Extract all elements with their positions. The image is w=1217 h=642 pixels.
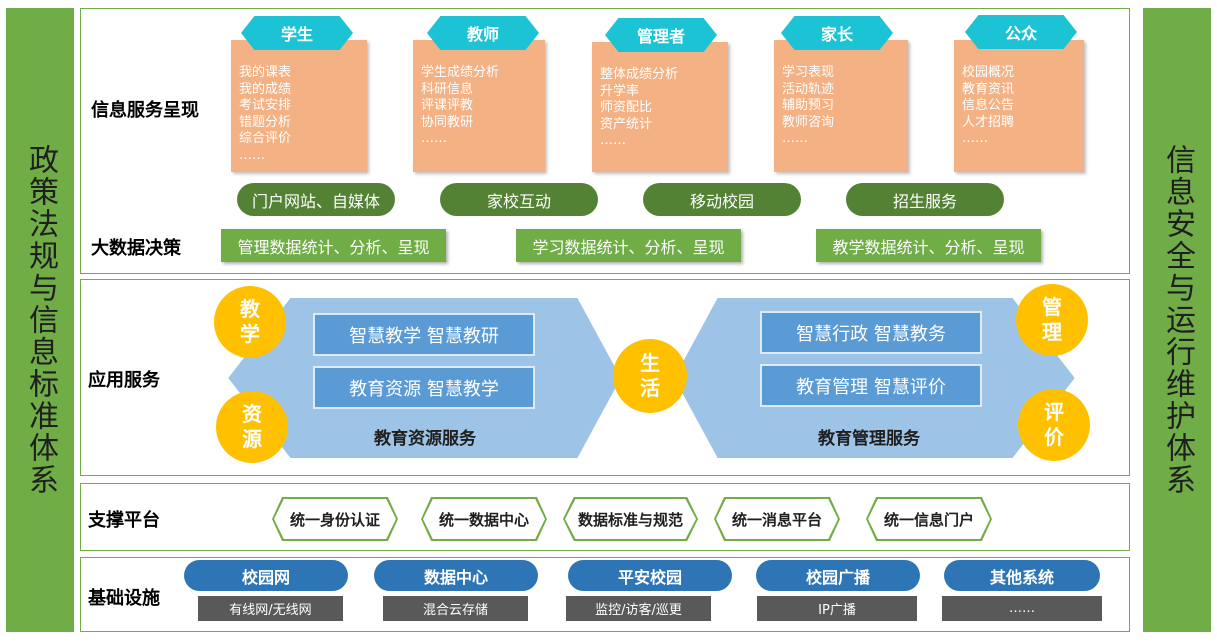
row-label-info: 信息服务呈现 bbox=[91, 100, 199, 121]
channel-enrollment: 招生服务 bbox=[846, 183, 1004, 216]
channel-home-school: 家校互动 bbox=[440, 183, 598, 216]
card-item: 校园概况 bbox=[962, 65, 1015, 80]
right-sidebar: 信息安全与运行维护体系 bbox=[1143, 8, 1211, 632]
infra-safe-campus: 平安校园 bbox=[568, 560, 732, 591]
row-label-infra: 基础设施 bbox=[88, 588, 160, 609]
card-item: …… bbox=[600, 133, 626, 148]
row-label-support: 支撑平台 bbox=[88, 510, 160, 531]
role-card-manager: 整体成绩分析 升学率 师资配比 资产统计 …… bbox=[592, 42, 728, 172]
card-item: 活动轨迹 bbox=[782, 81, 835, 97]
card-item: 科研信息 bbox=[421, 81, 474, 97]
card-item: 评课评教 bbox=[421, 98, 474, 113]
role-header-student: 学生 bbox=[241, 16, 353, 50]
card-item: 学习表现 bbox=[782, 65, 835, 80]
card-item: 人才招聘 bbox=[962, 114, 1015, 130]
decision-management: 管理数据统计、分析、呈现 bbox=[221, 229, 446, 262]
role-card-public: 校园概况 教育资讯 信息公告 人才招聘 …… bbox=[954, 40, 1084, 172]
right-sidebar-text: 信息安全与运行维护体系 bbox=[1160, 144, 1195, 496]
card-item: …… bbox=[962, 131, 988, 146]
card-item: 升学率 bbox=[600, 83, 640, 99]
support-portal: 统一信息门户 bbox=[866, 497, 992, 541]
circle-teaching: 教学 bbox=[214, 286, 286, 358]
card-item: …… bbox=[421, 131, 447, 146]
infra-campus-network-detail: 有线网/无线网 bbox=[198, 596, 343, 621]
decision-learning: 学习数据统计、分析、呈现 bbox=[516, 229, 741, 262]
circle-life-text: 生活 bbox=[640, 351, 660, 400]
label-edu-management-service: 教育管理服务 bbox=[818, 429, 920, 449]
app-item-edu-resource: 教育资源 智慧教学 bbox=[313, 366, 535, 409]
role-card-student: 我的课表 我的成绩 考试安排 错题分析 综合评价 …… bbox=[231, 40, 367, 172]
circle-life: 生活 bbox=[613, 339, 687, 413]
label-edu-resource-service: 教育资源服务 bbox=[374, 429, 476, 449]
card-item: 综合评价 bbox=[239, 131, 292, 146]
app-item-smart-teaching: 智慧教学 智慧教研 bbox=[313, 313, 535, 356]
infra-safe-campus-detail: 监控/访客/巡更 bbox=[566, 596, 711, 621]
left-sidebar-text: 政策法规与信息标准体系 bbox=[23, 144, 58, 496]
circle-management-text: 管理 bbox=[1042, 295, 1062, 344]
role-card-teacher: 学生成绩分析 科研信息 评课评教 协同教研 …… bbox=[413, 40, 545, 172]
card-item: 信息公告 bbox=[962, 98, 1015, 113]
card-item: 协同教研 bbox=[421, 114, 474, 130]
role-card-parent: 学习表现 活动轨迹 辅助预习 教师咨询 …… bbox=[774, 40, 908, 172]
circle-teaching-text: 教学 bbox=[240, 297, 260, 346]
card-item: 我的成绩 bbox=[239, 81, 292, 97]
card-item: 整体成绩分析 bbox=[600, 67, 679, 82]
support-data-standard: 数据标准与规范 bbox=[563, 497, 698, 541]
card-item: 师资配比 bbox=[600, 100, 653, 115]
row-label-bigdata: 大数据决策 bbox=[91, 238, 181, 259]
role-header-manager: 管理者 bbox=[605, 18, 717, 52]
infra-other-systems-detail: …… bbox=[942, 596, 1102, 621]
infra-broadcast-detail: IP广播 bbox=[757, 596, 917, 621]
support-message-label: 统一消息平台 bbox=[716, 499, 838, 539]
support-identity-label: 统一身份认证 bbox=[274, 499, 396, 539]
row-label-app: 应用服务 bbox=[88, 370, 160, 391]
card-item: 教育资讯 bbox=[962, 81, 1015, 97]
support-data-center: 统一数据中心 bbox=[421, 497, 547, 541]
infra-data-center-detail: 混合云存储 bbox=[383, 596, 528, 621]
support-message: 统一消息平台 bbox=[714, 497, 840, 541]
support-data-center-label: 统一数据中心 bbox=[423, 499, 545, 539]
card-item: …… bbox=[239, 147, 265, 163]
card-item: 资产统计 bbox=[600, 116, 653, 132]
app-item-smart-admin: 智慧行政 智慧教务 bbox=[760, 311, 982, 354]
circle-resource: 资源 bbox=[216, 391, 288, 463]
support-data-standard-label: 数据标准与规范 bbox=[565, 499, 696, 539]
card-item: 我的课表 bbox=[239, 65, 292, 80]
circle-management: 管理 bbox=[1016, 284, 1088, 356]
card-item: 辅助预习 bbox=[782, 98, 835, 113]
app-item-edu-management: 教育管理 智慧评价 bbox=[760, 364, 982, 407]
infra-campus-network: 校园网 bbox=[184, 560, 348, 591]
infra-broadcast: 校园广播 bbox=[756, 560, 920, 591]
circle-resource-text: 资源 bbox=[242, 402, 262, 451]
card-item: 考试安排 bbox=[239, 98, 292, 113]
circle-evaluation-text: 评价 bbox=[1044, 400, 1064, 449]
circle-evaluation: 评价 bbox=[1018, 389, 1090, 461]
role-header-parent: 家长 bbox=[781, 16, 893, 50]
infra-data-center: 数据中心 bbox=[374, 560, 538, 591]
card-item: 教师咨询 bbox=[782, 114, 835, 130]
channel-portal: 门户网站、自媒体 bbox=[237, 183, 395, 216]
card-item: …… bbox=[782, 131, 808, 146]
role-header-teacher: 教师 bbox=[427, 16, 539, 50]
channel-mobile: 移动校园 bbox=[643, 183, 801, 216]
support-identity: 统一身份认证 bbox=[272, 497, 398, 541]
decision-teaching: 教学数据统计、分析、呈现 bbox=[816, 229, 1041, 262]
infra-other-systems: 其他系统 bbox=[944, 560, 1100, 591]
left-sidebar: 政策法规与信息标准体系 bbox=[6, 8, 74, 632]
support-portal-label: 统一信息门户 bbox=[868, 499, 990, 539]
role-header-public: 公众 bbox=[965, 15, 1077, 49]
card-item: 错题分析 bbox=[239, 114, 292, 130]
card-item: 学生成绩分析 bbox=[421, 65, 500, 80]
